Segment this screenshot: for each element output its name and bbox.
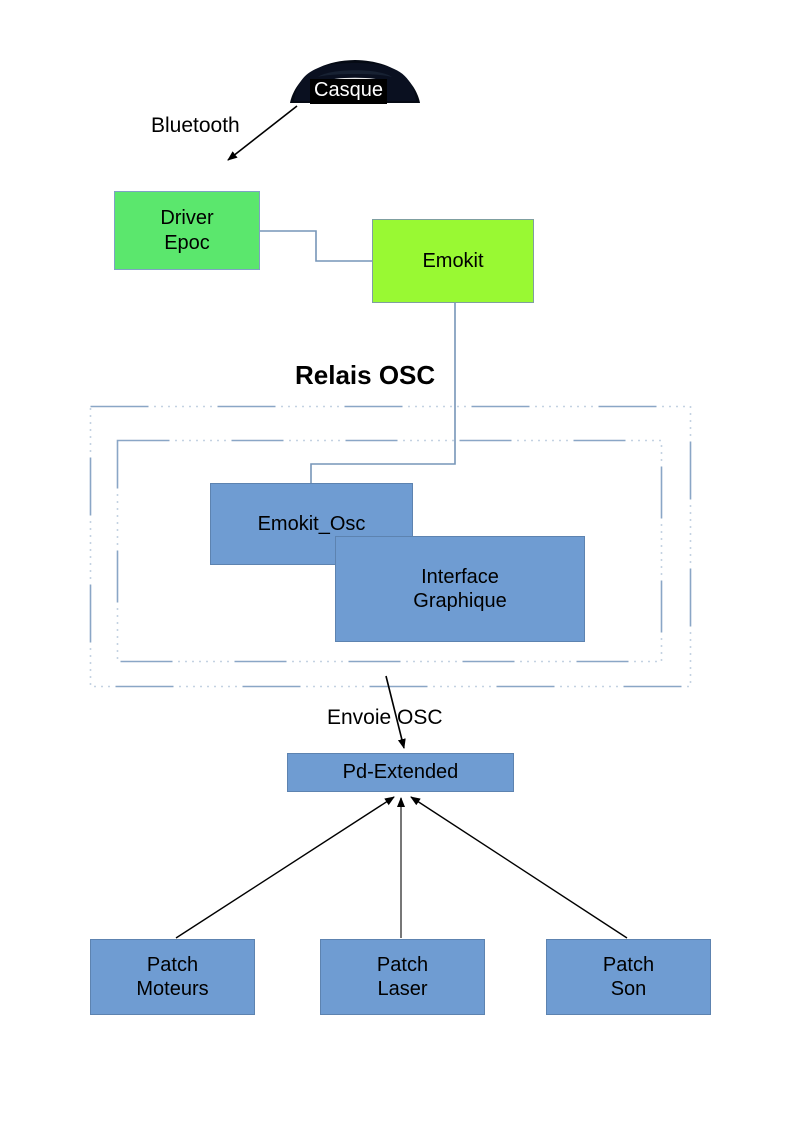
patch-son-label: Patch Son <box>602 953 655 1000</box>
relais-osc-inner-group <box>116 439 663 663</box>
patch-son-node[interactable]: Patch Son <box>546 939 711 1015</box>
relais-inner-border <box>116 439 663 663</box>
driver-epoc-node[interactable]: Driver Epoc <box>114 191 260 270</box>
pd-extended-label: Pd-Extended <box>342 761 459 784</box>
edge-patch-son-to-pd-extended <box>410 796 628 939</box>
relais-osc-group-title: Relais OSC <box>295 360 436 390</box>
bluetooth-edge-label: Bluetooth <box>151 114 240 137</box>
interface-graphique-node[interactable]: Interface Graphique <box>335 536 585 642</box>
patch-moteurs-node[interactable]: Patch Moteurs <box>90 939 255 1015</box>
emokit-label: Emokit <box>422 249 484 272</box>
patch-moteurs-label: Patch Moteurs <box>136 953 209 1000</box>
emokit-node[interactable]: Emokit <box>372 219 534 303</box>
patch-laser-node[interactable]: Patch Laser <box>320 939 485 1015</box>
driver-epoc-label: Driver Epoc <box>160 207 214 254</box>
edge-emokit-to-emokit-osc <box>310 303 456 483</box>
interface-graphique-label: Interface Graphique <box>413 565 507 612</box>
envoie-osc-edge-label: Envoie OSC <box>327 706 443 729</box>
pd-extended-node[interactable]: Pd-Extended <box>287 753 514 792</box>
relais-osc-outer-group <box>89 405 692 688</box>
emokit-osc-label: Emokit_Osc <box>257 512 366 535</box>
relais-outer-border <box>89 405 692 688</box>
patch-laser-label: Patch Laser <box>376 953 429 1000</box>
edge-casque-to-driver-epoc <box>227 105 298 161</box>
edge-relais-to-pd-extended <box>385 675 406 749</box>
casque-node[interactable]: Casque <box>288 57 422 105</box>
edge-driver-epoc-to-emokit <box>260 230 372 262</box>
edge-patch-moteurs-to-pd-extended <box>175 796 395 939</box>
casque-label: Casque <box>310 79 387 104</box>
